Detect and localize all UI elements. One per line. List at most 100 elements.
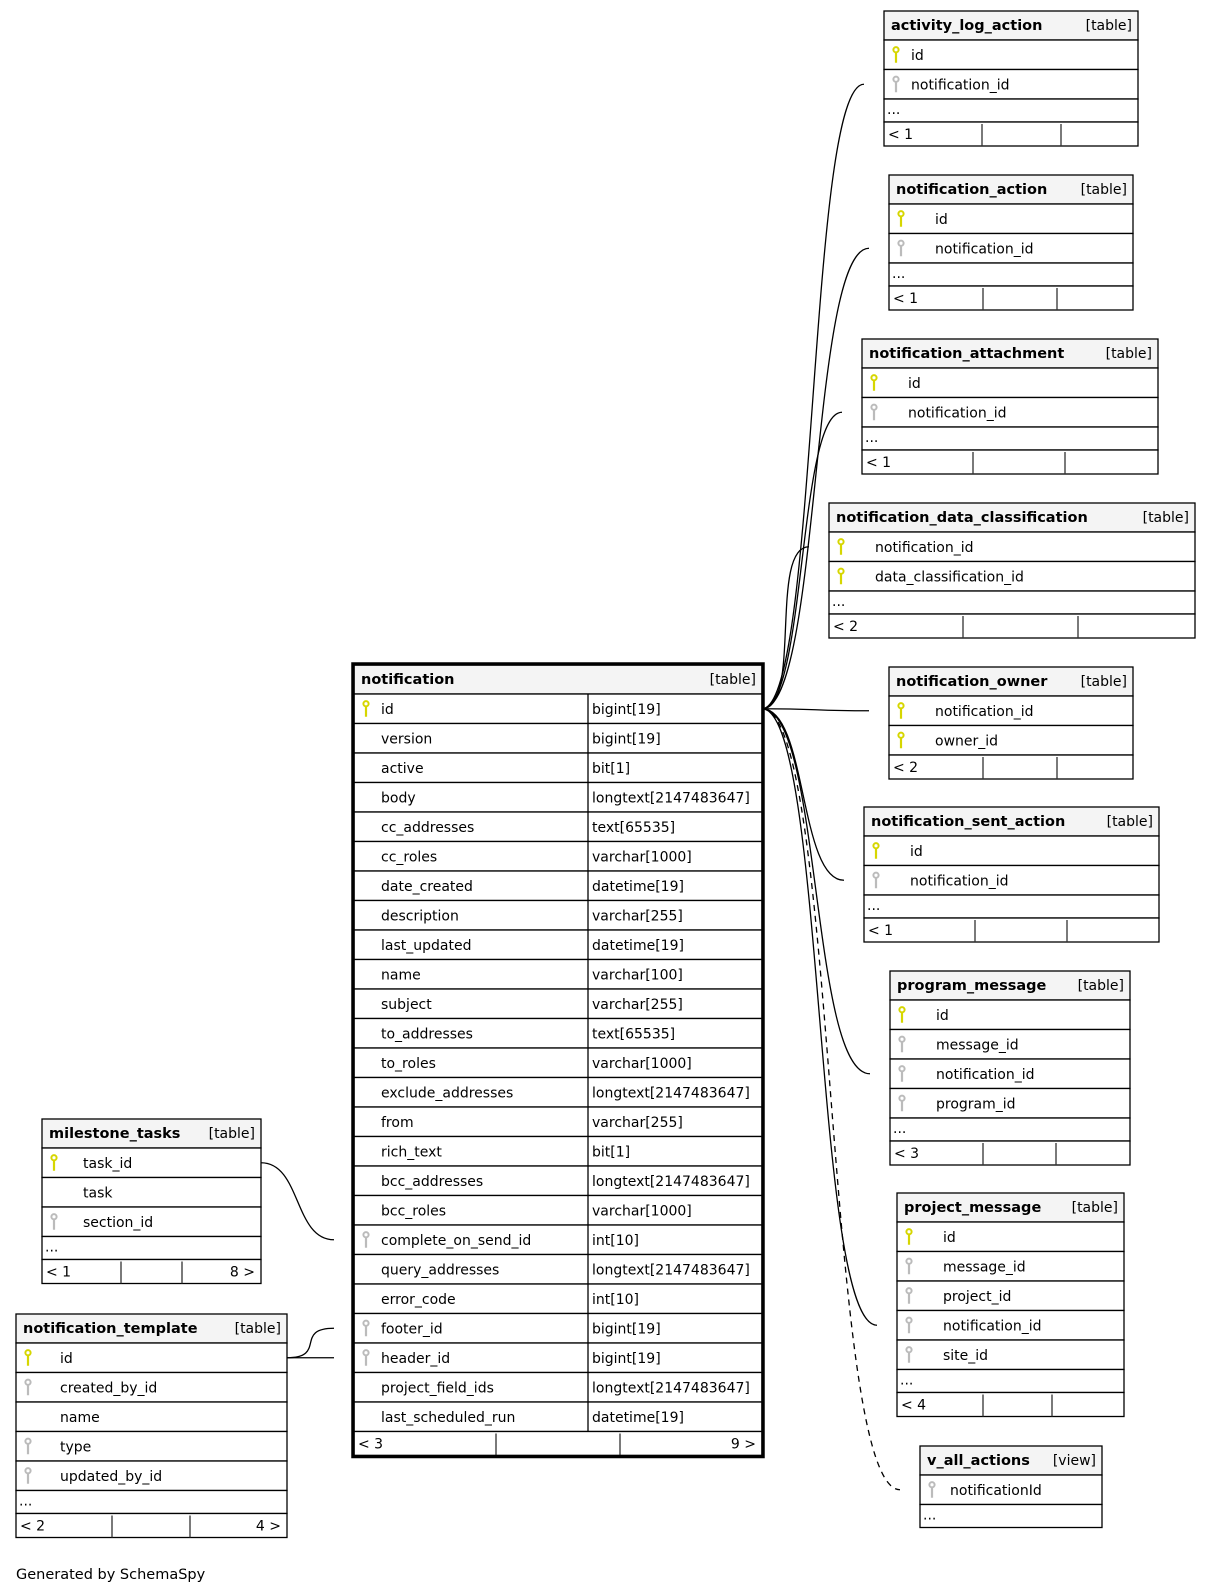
column-row[interactable]: created_by_id <box>15 1371 288 1403</box>
column-row[interactable]: task <box>41 1176 262 1208</box>
column-row[interactable]: id <box>863 835 1160 867</box>
table-notification-template[interactable]: notification_template[table]idcreated_by… <box>15 1313 288 1539</box>
parents-count[interactable]: < 3 <box>894 1146 919 1162</box>
table-name[interactable]: activity_log_action <box>891 18 1042 34</box>
column-row[interactable]: notification_id <box>861 396 1159 428</box>
column-row[interactable]: notification_id <box>888 232 1134 264</box>
table-name[interactable]: program_message <box>897 978 1047 994</box>
table-notification-sent-action[interactable]: notification_sent_action[table]idnotific… <box>863 806 1160 943</box>
table-name[interactable]: notification_action <box>896 182 1047 198</box>
relationship-line[interactable] <box>761 704 911 718</box>
table-activity-log-action[interactable]: activity_log_action[table]idnotification… <box>883 10 1139 147</box>
table-name[interactable]: notification_template <box>23 1321 198 1337</box>
table-project-message[interactable]: project_message[table]idmessage_idprojec… <box>896 1192 1125 1418</box>
foreign-key-icon <box>870 403 878 421</box>
children-count[interactable]: 8 > <box>230 1265 255 1281</box>
column-row[interactable]: id <box>883 39 1139 71</box>
column-row[interactable]: id <box>888 203 1134 235</box>
parents-count[interactable]: < 1 <box>866 455 891 471</box>
column-row[interactable]: notification_id <box>896 1309 1125 1341</box>
table-name[interactable]: notification_owner <box>896 674 1048 690</box>
table-notification-attachment[interactable]: notification_attachment[table]idnotifica… <box>861 338 1159 475</box>
column-row[interactable]: project_id <box>896 1280 1125 1312</box>
table-v-all-actions[interactable]: v_all_actions[view]notificationId... <box>919 1445 1103 1529</box>
column-row[interactable]: notificationId <box>919 1474 1103 1506</box>
column-row[interactable]: notification_id <box>863 864 1160 896</box>
column-row[interactable]: notification_id <box>828 531 1196 563</box>
parents-count[interactable]: < 2 <box>893 760 918 776</box>
column-row[interactable]: task_id <box>41 1147 262 1179</box>
table-name[interactable]: notification_attachment <box>869 346 1064 362</box>
column-row[interactable]: section_id <box>41 1206 262 1238</box>
column-row[interactable]: notification_id <box>889 1058 1131 1090</box>
column-row[interactable]: program_id <box>889 1087 1131 1119</box>
parents-count[interactable]: < 1 <box>893 291 918 307</box>
children-count[interactable]: 9 > <box>731 1437 756 1453</box>
column-type: varchar[255] <box>592 1115 683 1131</box>
parents-count[interactable]: < 4 <box>901 1398 926 1414</box>
column-row[interactable]: id <box>889 999 1131 1031</box>
column-row[interactable]: name <box>15 1401 288 1433</box>
parents-count[interactable]: < 1 <box>888 127 913 143</box>
column-type: bit[1] <box>592 1145 630 1161</box>
column-row[interactable]: owner_id <box>888 724 1134 756</box>
column-row[interactable]: message_id <box>889 1028 1131 1060</box>
table-name[interactable]: v_all_actions <box>927 1453 1030 1469</box>
table-name[interactable]: notification_sent_action <box>871 814 1065 830</box>
foreign-key-icon <box>928 1481 936 1498</box>
column-row[interactable]: updated_by_id <box>15 1460 288 1492</box>
children-count[interactable]: 4 > <box>256 1519 281 1535</box>
column-row[interactable]: data_classification_id <box>828 560 1196 592</box>
column-row[interactable]: id <box>861 367 1159 399</box>
column-row[interactable]: notification_id <box>888 695 1134 727</box>
table-notification-data-classification[interactable]: notification_data_classification[table]n… <box>828 502 1196 639</box>
column-type: bigint[19] <box>592 1351 661 1367</box>
column-row[interactable]: id <box>15 1342 288 1374</box>
column-row[interactable]: site_id <box>896 1339 1125 1371</box>
table-name[interactable]: milestone_tasks <box>49 1126 180 1142</box>
table-name[interactable]: notification <box>361 672 455 688</box>
parents-count[interactable]: < 3 <box>358 1437 383 1453</box>
column-row[interactable]: type <box>15 1430 288 1462</box>
relationship-line[interactable] <box>761 242 911 710</box>
table-name[interactable]: notification_data_classification <box>836 510 1088 526</box>
parents-count[interactable]: < 1 <box>46 1265 71 1281</box>
table-milestone-tasks[interactable]: milestone_tasks[table]task_idtasksection… <box>41 1118 262 1285</box>
parents-count[interactable]: < 2 <box>833 619 858 635</box>
table-notification-action[interactable]: notification_action[table]idnotification… <box>888 174 1134 311</box>
table-program-message[interactable]: program_message[table]idmessage_idnotifi… <box>889 970 1131 1166</box>
parents-count[interactable]: < 2 <box>20 1519 45 1535</box>
column-row[interactable]: message_id <box>896 1250 1125 1282</box>
table-name[interactable]: project_message <box>904 1200 1041 1216</box>
parents-count[interactable]: < 1 <box>868 923 893 939</box>
table-notification-owner[interactable]: notification_owner[table]notification_id… <box>888 666 1134 780</box>
column-row[interactable]: id <box>896 1221 1125 1253</box>
column-row[interactable]: notification_id <box>883 68 1139 100</box>
